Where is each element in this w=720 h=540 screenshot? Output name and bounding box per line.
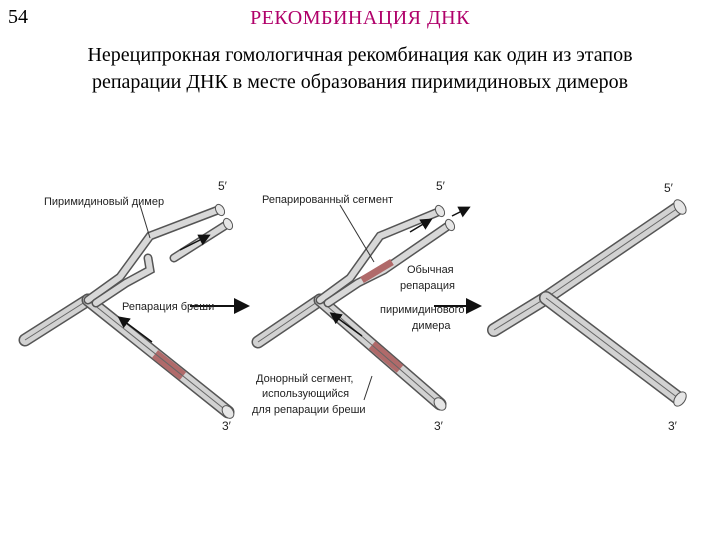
p1-arm-left — [18, 293, 95, 347]
panel-2-repaired: Репарированный сегмент Обычная репарация… — [251, 179, 482, 433]
p1-three-prime: 3′ — [222, 419, 232, 433]
p3-five-prime: 5′ — [664, 181, 674, 195]
p2-arm-upper-left — [315, 204, 446, 305]
p2-three-prime: 3′ — [434, 419, 444, 433]
p3-arm-upper — [539, 199, 687, 305]
p2-arm-upper-right — [323, 218, 456, 308]
slide-number: 54 — [8, 6, 28, 28]
p2-strand-arrow — [329, 312, 363, 337]
p1-arm-upper-left — [83, 203, 226, 305]
panel-3-result: 5′ 3′ — [487, 181, 687, 433]
p2-label-repaired: Репарированный сегмент — [262, 194, 393, 206]
p2-upper-arrow — [409, 218, 433, 233]
p2-label-donor-3: для репарации бреши — [252, 404, 366, 416]
p1-label-dimer: Пиримидиновый димер — [44, 196, 164, 208]
p2-label-donor-2: использующийся — [262, 388, 349, 400]
p2-label-donor-1: Донорный сегмент, — [256, 373, 353, 385]
p1-synthesis-arrow — [179, 234, 211, 251]
p3-arm-left — [487, 291, 553, 337]
p2-label-normal-4: димера — [412, 320, 451, 332]
p3-arm-bottom — [539, 291, 687, 407]
p2-label-normal-1: Обычная — [407, 264, 454, 276]
subtitle-line-1: Нереципрокная гомологичная рекомбинация … — [87, 44, 633, 66]
p1-five-prime: 5′ — [218, 179, 228, 193]
p2-five-prime: 5′ — [436, 179, 446, 193]
p2-donor-leader — [363, 375, 373, 401]
p3-three-prime: 3′ — [668, 419, 678, 433]
slide-title: РЕКОМБИНАЦИЯ ДНК — [250, 7, 470, 29]
p2-arm-left — [251, 293, 327, 349]
p2-label-normal-2: репарация — [400, 280, 455, 292]
p1-dimer-leader — [139, 204, 151, 239]
panel-1-dimer-gap: Пиримидиновый димер Репарация бреши 5′ 3… — [18, 179, 250, 433]
p1-arm-bottom — [81, 293, 235, 419]
p2-synthesis-arrow — [451, 206, 471, 218]
slide-subtitle: Нереципрокная гомологичная рекомбинация … — [20, 42, 700, 96]
p1-strand-arrow — [117, 316, 153, 343]
p2-repaired-leader — [339, 204, 375, 263]
p1-label-repair: Репарация бреши — [122, 301, 214, 313]
p2-label-normal-3: пиримидинового — [380, 304, 465, 316]
p2-repaired-segment — [360, 258, 394, 284]
subtitle-line-2: репарации ДНК в месте образования пирими… — [91, 71, 629, 93]
